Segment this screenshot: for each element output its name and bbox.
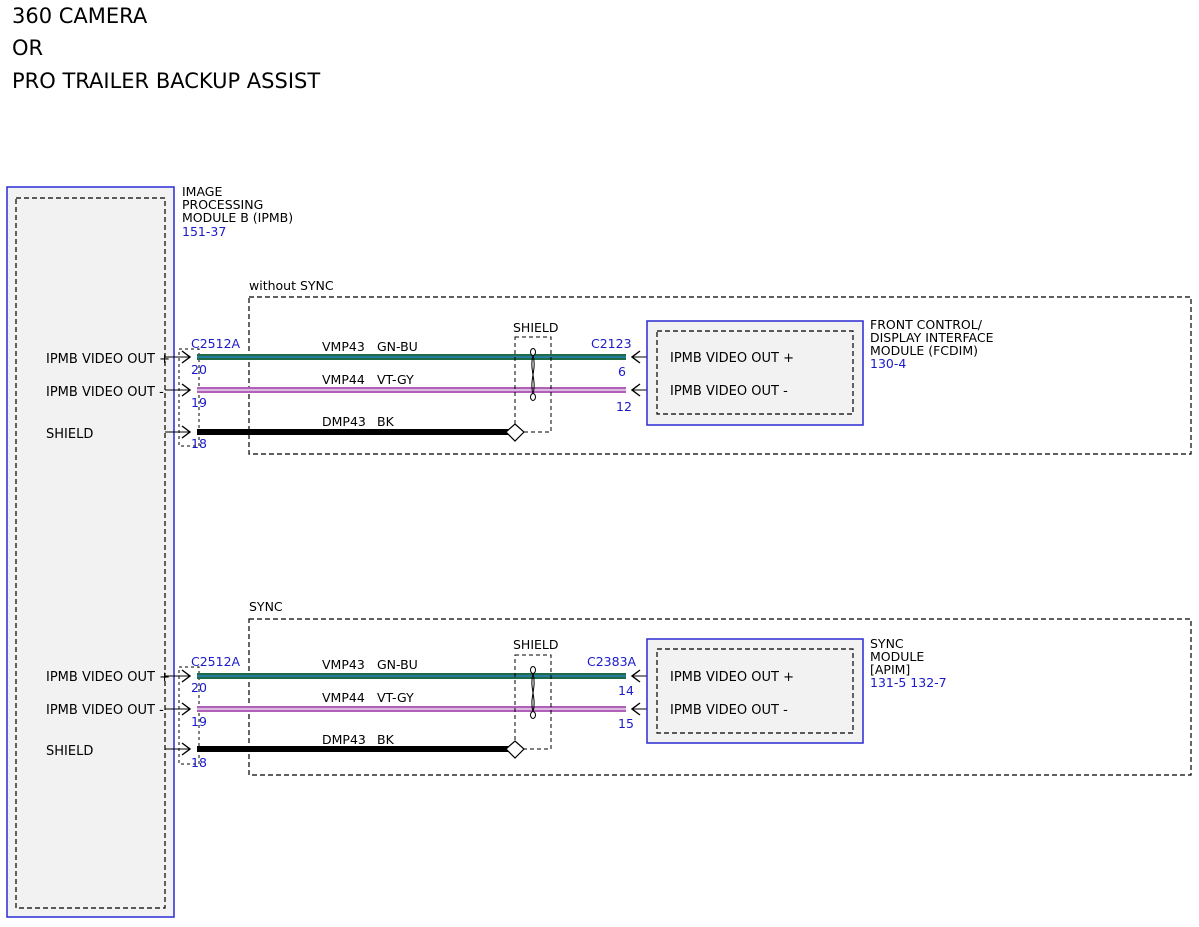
shield-drain-icon [505,740,525,759]
connector-c2383a[interactable]: C2383A [587,654,637,669]
ipmb-name-line-2: PROCESSING [182,197,263,212]
ipmb-pin-video-minus-top: IPMB VIDEO OUT - [46,385,164,400]
pin-6: 6 [618,364,626,379]
wire-color-gn-bu-bottom: GN-BU [377,657,418,672]
wire-circuit-vmp44-bottom: VMP44 [322,690,365,705]
group-without-sync [165,296,1192,455]
sync-name-line-3: [APIM] [870,662,910,677]
connector-pin-chevron [181,669,192,683]
group-label-sync: SYNC [249,599,283,614]
diagram-title-line-1: 360 CAMERA [12,4,148,28]
pin-20-top: 20 [191,362,207,377]
connector-c2123[interactable]: C2123 [591,336,632,351]
connector-pin-chevron [181,350,192,364]
ipmb-pin-shield-bottom: SHIELD [46,744,93,759]
fcdim-name-line-1: FRONT CONTROL/ [870,317,983,332]
wire-color-bk-bottom: BK [377,732,395,747]
ipmb-pin-shield-top: SHIELD [46,427,93,442]
shield-drain-icon [505,423,525,442]
fcdim-name-line-3: MODULE (FCDIM) [870,343,978,358]
shield-box [514,654,552,750]
ipmb-name-line-1: IMAGE [182,184,222,199]
pin-14: 14 [618,683,634,698]
diagram-title-line-2: OR [12,36,44,60]
shield-label-top: SHIELD [513,320,559,335]
ipmb-name-line-3: MODULE B (IPMB) [182,210,293,225]
pin-19-bottom: 19 [191,714,207,729]
sync-ref[interactable]: 131-5 132-7 [870,675,947,690]
pin-18-top: 18 [191,436,207,451]
connector-c2512a-bottom[interactable]: C2512A [191,654,241,669]
ipmb-module [6,186,175,918]
pin-15: 15 [618,716,634,731]
sync-name-line-2: MODULE [870,649,924,664]
wire-color-vt-gy-top: VT-GY [377,372,414,387]
connector-pin-chevron [181,742,192,756]
sync-pin-video-minus: IPMB VIDEO OUT - [670,703,788,718]
connector-c2512a-bottom-outline [178,666,200,765]
group-label-without-sync: without SYNC [249,278,334,293]
wire-circuit-vmp43-bottom: VMP43 [322,657,365,672]
pin-19-top: 19 [191,395,207,410]
group-sync [165,618,1192,776]
wire-circuit-vmp44-top: VMP44 [322,372,365,387]
sync-name-line-1: SYNC [870,636,904,651]
wire-circuit-dmp43-top: DMP43 [322,414,366,429]
wire-color-bk-top: BK [377,414,395,429]
connector-pin-chevron [181,702,192,716]
ipmb-pin-video-minus-bottom: IPMB VIDEO OUT - [46,703,164,718]
wire-circuit-vmp43-top: VMP43 [322,339,365,354]
pin-20-bottom: 20 [191,680,207,695]
fcdim-name-line-2: DISPLAY INTERFACE [870,330,994,345]
sync-pin-video-plus: IPMB VIDEO OUT + [670,670,794,685]
fcdim-pin-video-minus: IPMB VIDEO OUT - [670,384,788,399]
connector-c2512a-top-outline [178,348,200,447]
wire-color-gn-bu-top: GN-BU [377,339,418,354]
ipmb-ref[interactable]: 151-37 [182,224,226,239]
connector-c2512a-top[interactable]: C2512A [191,336,241,351]
fcdim-module [646,320,864,426]
fcdim-ref[interactable]: 130-4 [870,356,906,371]
ipmb-pin-video-plus-bottom: IPMB VIDEO OUT + [46,670,170,685]
ipmb-pin-video-plus-top: IPMB VIDEO OUT + [46,352,170,367]
shield-label-bottom: SHIELD [513,637,559,652]
wire-circuit-dmp43-bottom: DMP43 [322,732,366,747]
pin-18-bottom: 18 [191,755,207,770]
fcdim-pin-video-plus: IPMB VIDEO OUT + [670,351,794,366]
sync-module [646,638,864,744]
connector-pin-chevron [181,425,192,439]
shield-box [514,336,552,433]
pin-12: 12 [616,399,632,414]
diagram-title-line-3: PRO TRAILER BACKUP ASSIST [12,69,321,93]
connector-pin-chevron [181,383,192,397]
wire-color-vt-gy-bottom: VT-GY [377,690,414,705]
